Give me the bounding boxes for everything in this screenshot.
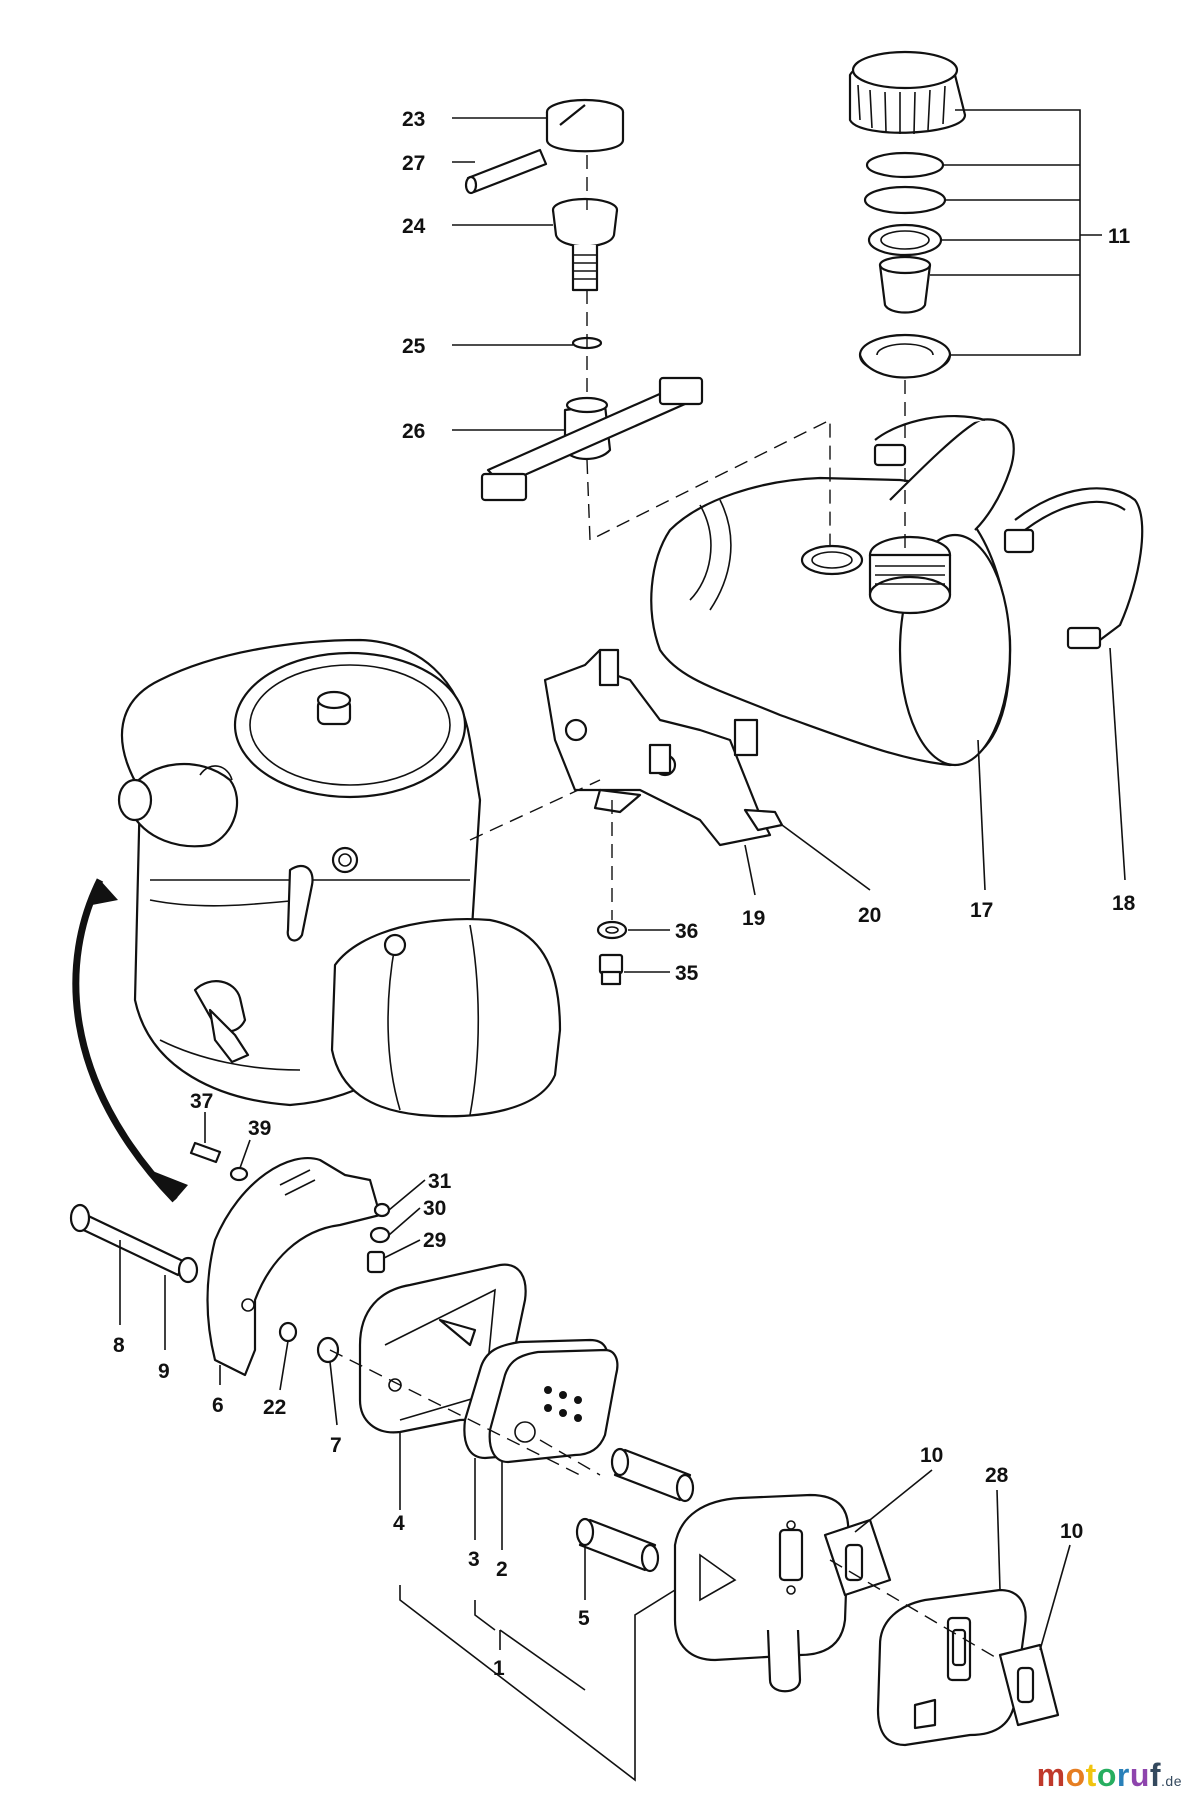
long-bolt-8 (69, 1203, 187, 1277)
label-1: 1 (493, 1657, 505, 1680)
engine-assembly (117, 638, 562, 1118)
wm-letter: o (1065, 1757, 1086, 1793)
nut-22 (278, 1321, 298, 1343)
muffler-body (673, 1493, 850, 1693)
label-39: 39 (248, 1117, 271, 1140)
label-5: 5 (578, 1607, 590, 1630)
tank-strap-right (1003, 487, 1144, 650)
leader-lines (119, 109, 1126, 1782)
label-24: 24 (402, 215, 426, 238)
screw-29 (366, 1250, 386, 1274)
watermark-logo: motoruf.de (1037, 1757, 1182, 1794)
shutoff-valve-knob (545, 98, 625, 153)
label-11: 11 (1108, 225, 1131, 248)
label-10-lower: 10 (1060, 1520, 1083, 1543)
label-10-upper: 10 (920, 1444, 943, 1467)
nut-7 (316, 1336, 340, 1364)
screw-37 (189, 1141, 222, 1164)
wm-letter: t (1085, 1757, 1097, 1793)
label-27: 27 (402, 152, 425, 175)
label-36: 36 (675, 920, 698, 943)
wm-letter: u (1129, 1757, 1150, 1793)
alignment-lines (329, 155, 1001, 1661)
exhaust-gasket-upper (823, 1518, 892, 1597)
label-22: 22 (263, 1396, 286, 1419)
assembly-arrow-icon (72, 878, 188, 1203)
label-28: 28 (985, 1464, 1009, 1487)
wm-letter: f (1149, 1757, 1162, 1793)
label-9: 9 (158, 1360, 170, 1383)
label-17: 17 (970, 899, 993, 922)
label-26: 26 (402, 420, 425, 443)
valve-body (480, 376, 704, 502)
part-labels: 23 27 24 25 26 11 17 18 19 20 36 35 37 3… (113, 108, 1136, 1680)
bolt-35 (598, 953, 624, 986)
tank-strap-left (873, 414, 1015, 531)
fuel-cap-assembly (848, 50, 967, 379)
label-29: 29 (423, 1229, 446, 1252)
label-2: 2 (496, 1558, 508, 1581)
washer-9 (177, 1256, 199, 1284)
label-23: 23 (402, 108, 425, 131)
label-37: 37 (190, 1090, 213, 1113)
label-20: 20 (858, 904, 881, 927)
wm-tld: .de (1161, 1773, 1182, 1789)
fuel-tank (650, 476, 1012, 767)
muffler-spacer (575, 1447, 695, 1573)
washer-36 (596, 920, 628, 940)
label-30: 30 (423, 1197, 446, 1220)
tank-bracket (543, 648, 772, 847)
wm-letter: o (1096, 1757, 1117, 1793)
washer-31 (373, 1202, 391, 1218)
label-31: 31 (428, 1170, 452, 1193)
muffler-bracket (206, 1157, 382, 1377)
label-3: 3 (468, 1548, 480, 1571)
wm-letter: r (1116, 1757, 1130, 1793)
label-25: 25 (402, 335, 426, 358)
valve-stem (551, 197, 619, 292)
label-4: 4 (393, 1512, 405, 1535)
label-6: 6 (212, 1394, 224, 1417)
valve-pin (464, 148, 548, 195)
label-18: 18 (1112, 892, 1136, 915)
spark-arrestor (876, 1588, 1027, 1747)
label-19: 19 (742, 907, 765, 930)
label-8: 8 (113, 1334, 125, 1357)
washer-30 (369, 1226, 391, 1244)
washer-39 (229, 1166, 249, 1182)
label-7: 7 (330, 1434, 342, 1457)
label-35: 35 (675, 962, 699, 985)
exhaust-gasket-lower (998, 1643, 1060, 1727)
wm-letter: m (1036, 1757, 1066, 1793)
muffler-baffle (488, 1348, 619, 1464)
